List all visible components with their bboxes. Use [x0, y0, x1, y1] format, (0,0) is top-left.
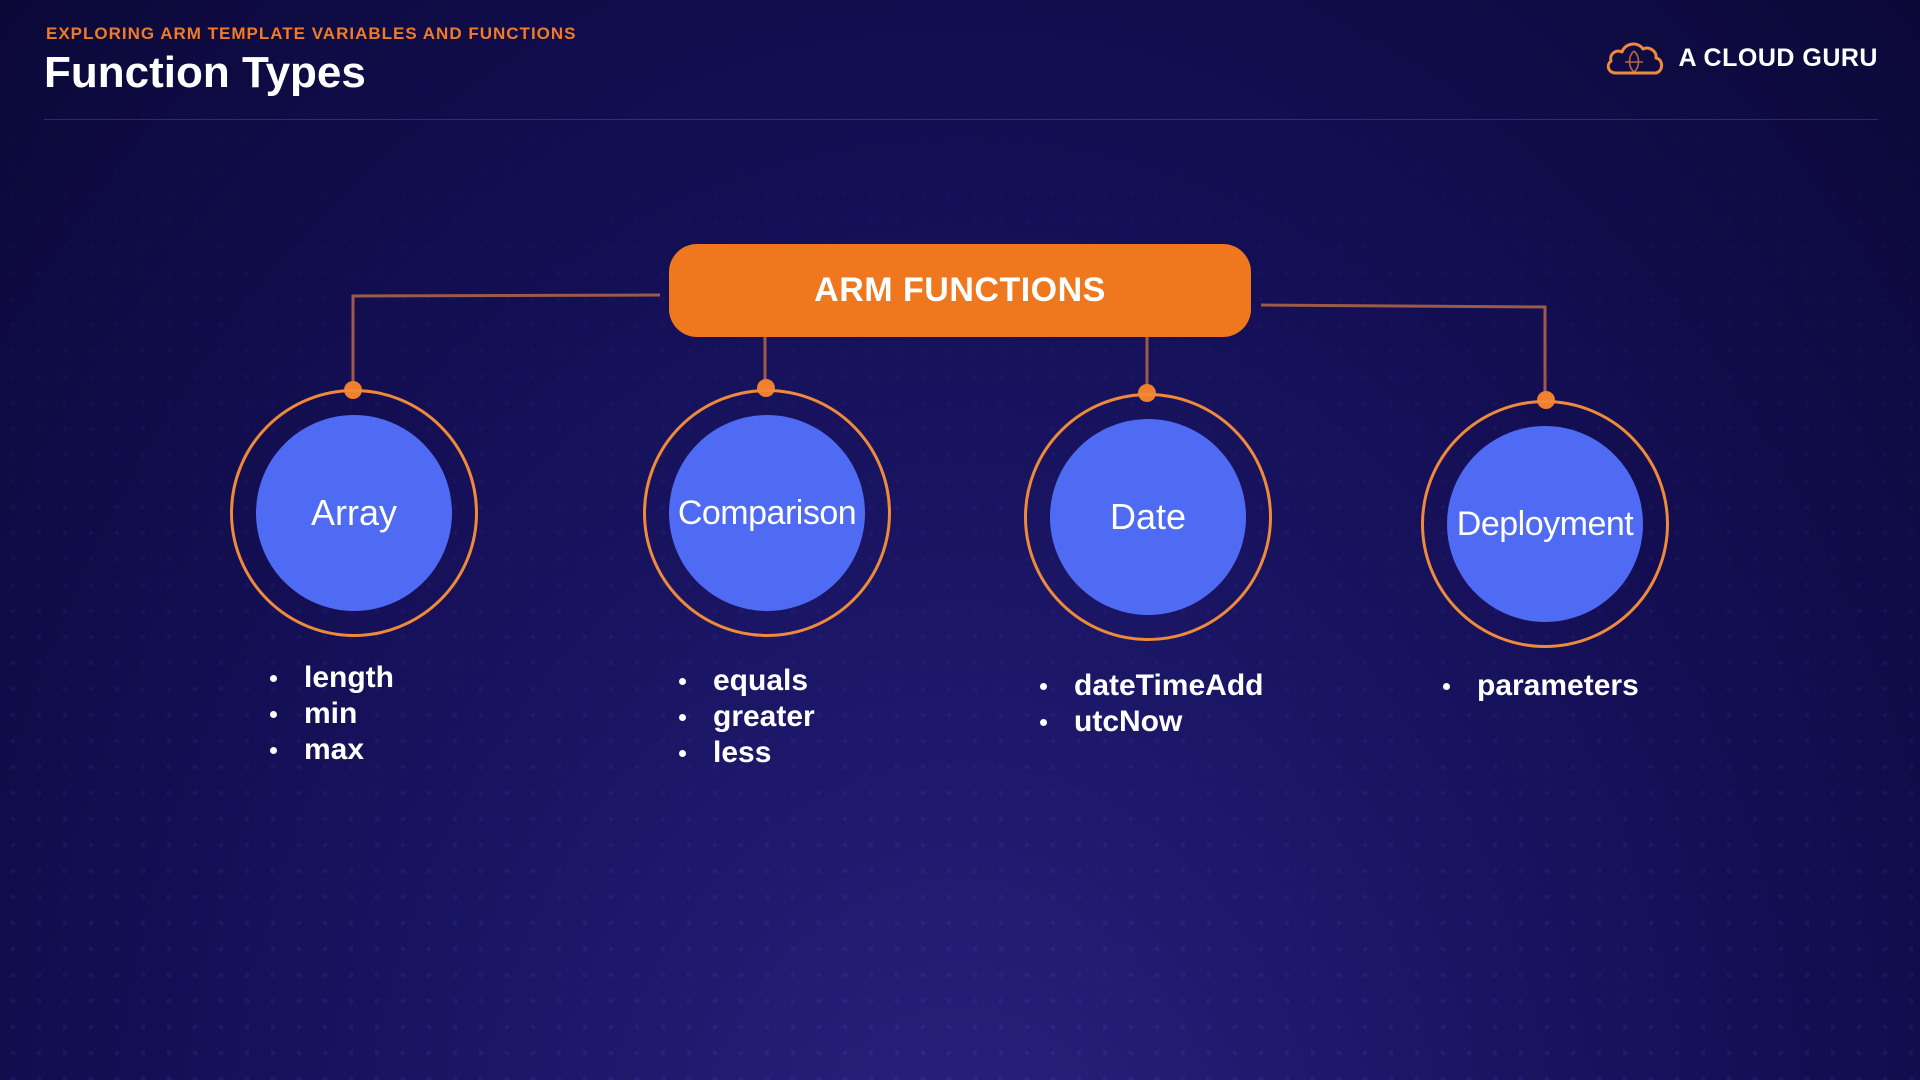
category-label-comparison: Comparison: [669, 415, 865, 611]
list-item: equals: [677, 663, 815, 699]
category-label-date: Date: [1050, 419, 1246, 615]
date-function-list: dateTimeAdd utcNow: [1038, 668, 1263, 740]
list-item: max: [268, 732, 394, 768]
deployment-function-list: parameters: [1441, 668, 1639, 704]
section-kicker: EXPLORING ARM TEMPLATE VARIABLES AND FUN…: [46, 24, 577, 43]
cloud-logo-icon: [1607, 42, 1664, 75]
page-title: Function Types: [44, 48, 366, 97]
category-label-deployment: Deployment: [1447, 426, 1643, 622]
list-item: parameters: [1441, 668, 1639, 704]
array-function-list: length min max: [268, 660, 394, 768]
list-item: length: [268, 660, 394, 696]
brand-logo: A CLOUD GURU: [1604, 38, 1878, 78]
list-item: min: [268, 696, 394, 732]
category-node-deployment: Deployment: [1421, 400, 1669, 648]
arm-functions-node: ARM FUNCTIONS: [669, 244, 1251, 337]
connector-deployment: [1260, 303, 1547, 400]
category-label-array: Array: [256, 415, 452, 611]
list-item: utcNow: [1038, 704, 1263, 740]
category-node-array: Array: [230, 389, 478, 637]
list-item: dateTimeAdd: [1038, 668, 1263, 704]
category-node-comparison: Comparison: [643, 389, 891, 637]
category-node-date: Date: [1024, 393, 1272, 641]
list-item: greater: [677, 699, 815, 735]
header-divider: [44, 119, 1878, 120]
connector-array: [351, 293, 661, 390]
comparison-function-list: equals greater less: [677, 663, 815, 771]
list-item: less: [677, 735, 815, 771]
brand-name: A CLOUD GURU: [1678, 43, 1878, 72]
